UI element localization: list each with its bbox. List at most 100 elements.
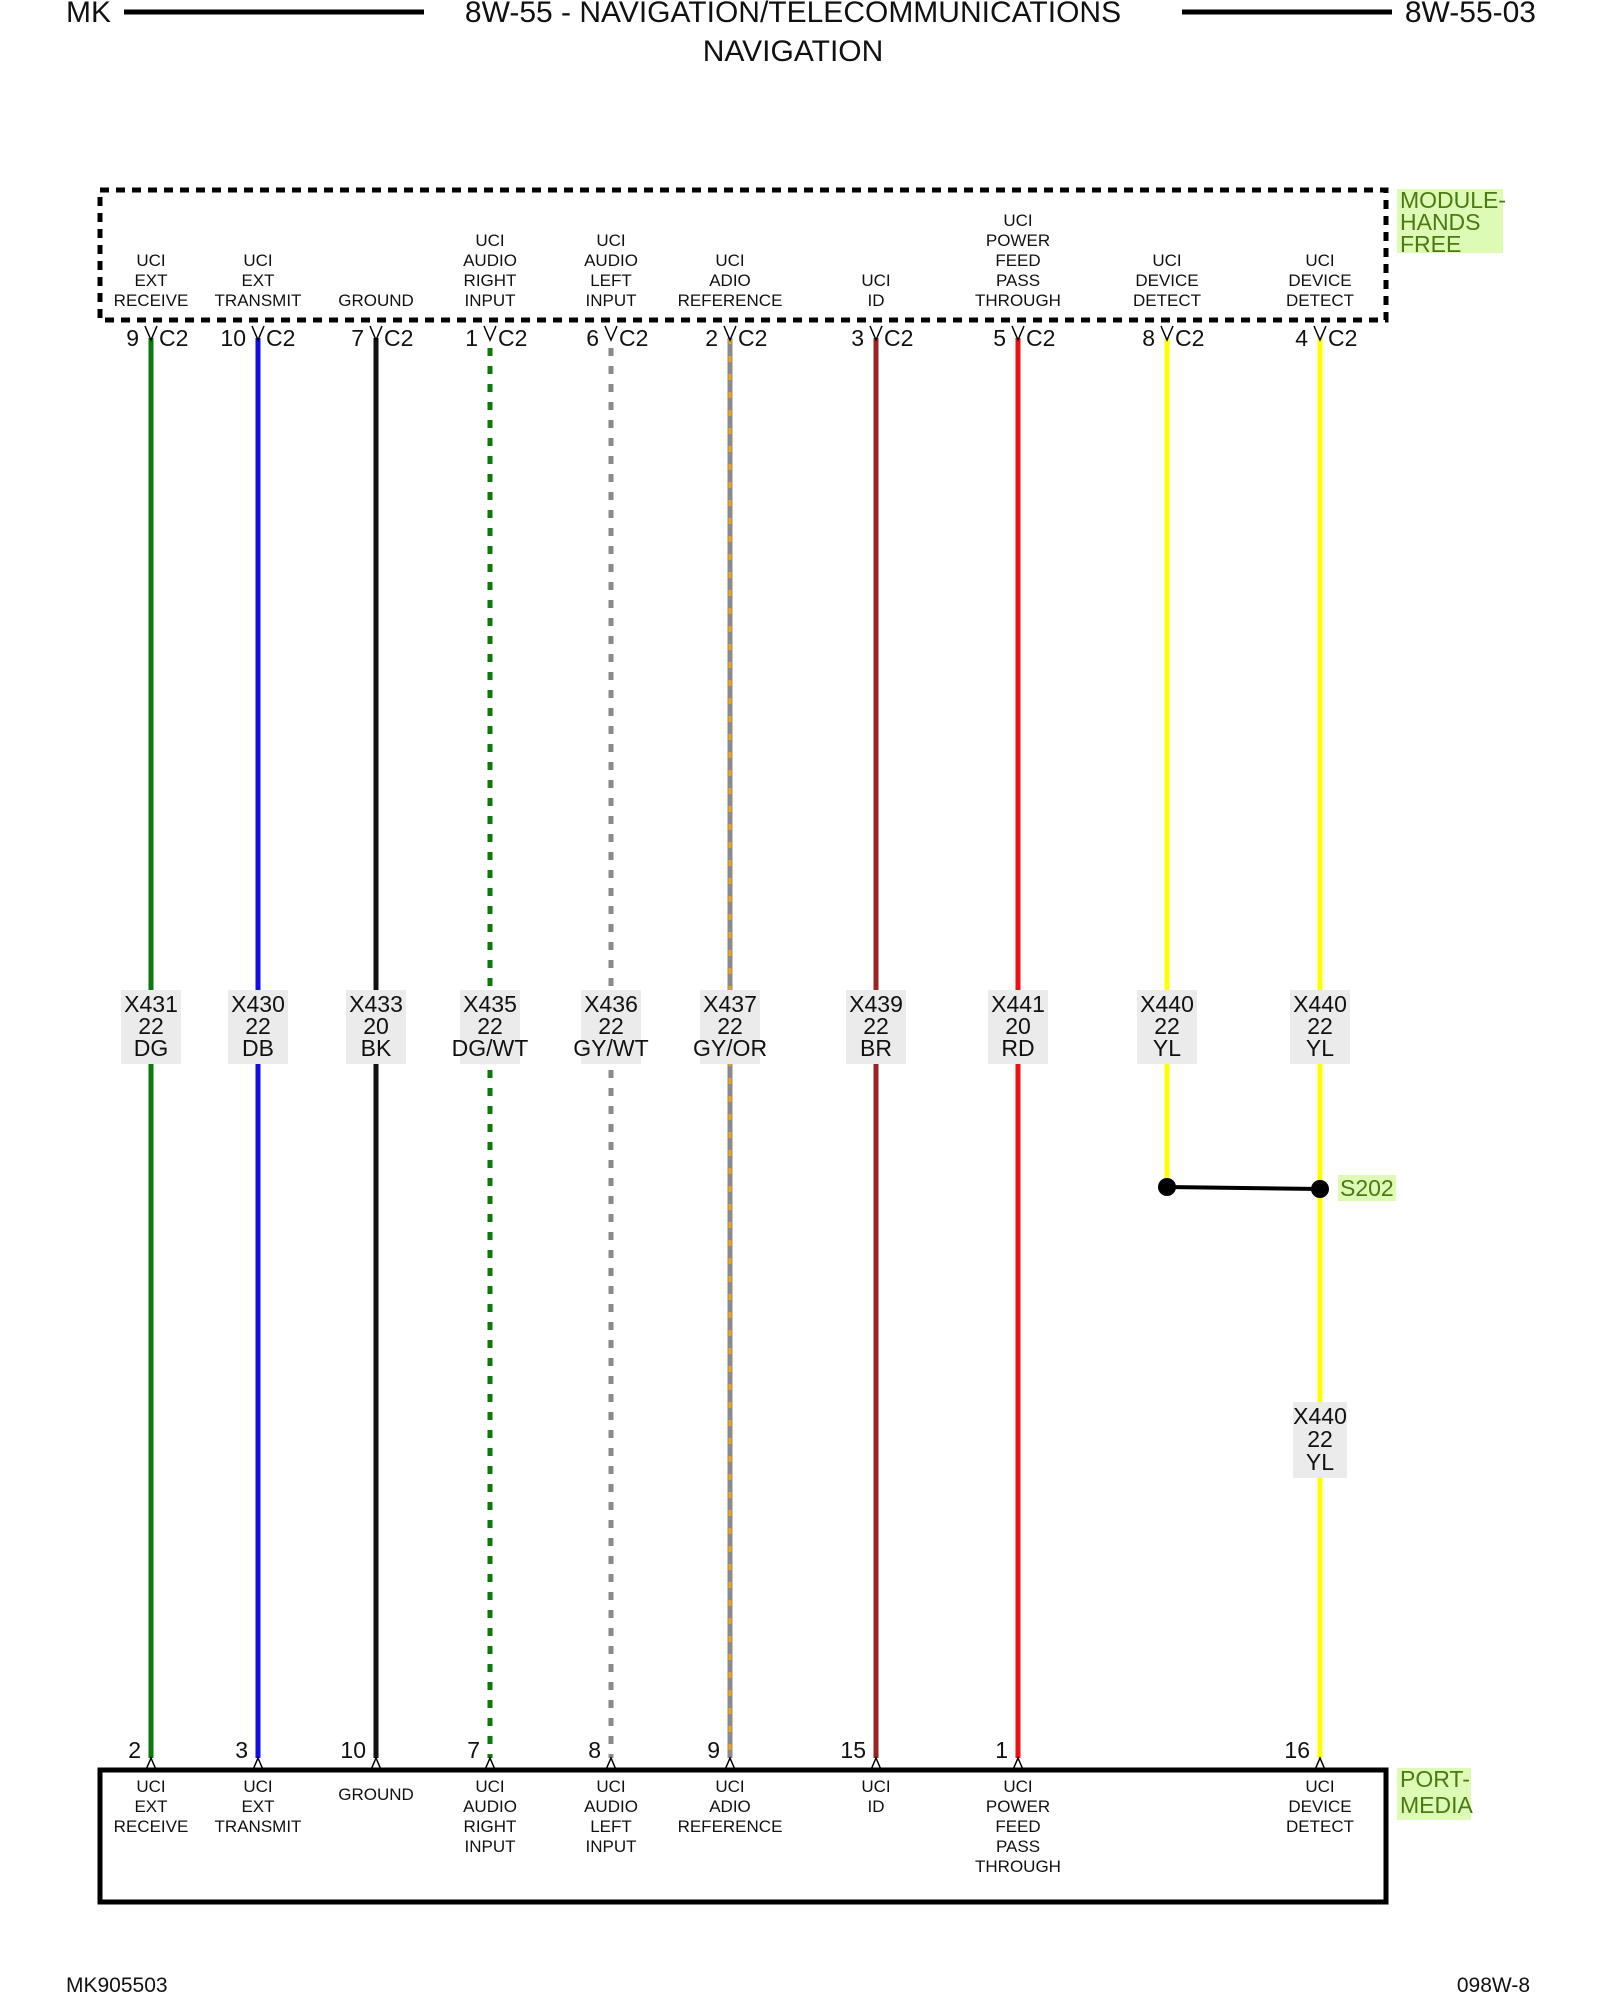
- c1-bottom-label-line: RECEIVE: [114, 1817, 189, 1836]
- c4-bottom-label-line: INPUT: [465, 1837, 516, 1856]
- c6-bottom-label-line: REFERENCE: [678, 1817, 783, 1836]
- footer-page-number: 098W-8: [1457, 1974, 1530, 1997]
- c5-wire-gauge: 22: [598, 1013, 624, 1039]
- c4-top-pin-number: 1: [465, 325, 478, 351]
- c7-top-pin-symbol: [869, 325, 883, 342]
- c5-circuit-number: X436: [584, 991, 638, 1017]
- module-hands-free-label-3: FREE: [1400, 231, 1461, 257]
- c10-bottom-pin-symbol: [1313, 1756, 1327, 1773]
- c6-bottom-pin-number: 9: [707, 1737, 720, 1763]
- c4-wire-gauge: 22: [477, 1013, 503, 1039]
- c2-bottom-label-line: EXT: [241, 1797, 274, 1816]
- c5-bottom-label-line: UCI: [596, 1777, 625, 1796]
- c6-wire-gauge: 22: [717, 1013, 743, 1039]
- port-media-box: [97, 1767, 1389, 1905]
- c5-top-label-line: UCI: [596, 231, 625, 250]
- c6-wire-color: GY/OR: [693, 1035, 767, 1061]
- wires-layer: [148, 338, 1323, 1758]
- c1-top-label-line: UCI: [136, 251, 165, 270]
- c8-bottom-pin-symbol: [1011, 1756, 1025, 1773]
- c3-wire-label-bg: [346, 990, 406, 1064]
- c8-top-label-line: FEED: [995, 251, 1040, 270]
- c2-top-pin-number: 10: [220, 325, 246, 351]
- c4-wire-label-bg: [460, 990, 520, 1064]
- c7-top-label-line: ID: [868, 291, 885, 310]
- module-hands-free-label-2: HANDS: [1400, 209, 1481, 235]
- c10-top-pin-symbol: [1313, 325, 1327, 342]
- c8-top-label-line: UCI: [1003, 211, 1032, 230]
- c5-wire-color: GY/WT: [573, 1035, 648, 1061]
- c1-wire-color: DG: [134, 1035, 169, 1061]
- c3-bottom-pin-number: 10: [340, 1737, 366, 1763]
- c6-top-connector-id: C2: [738, 325, 767, 351]
- splice-output-gauge: 22: [1307, 1426, 1333, 1452]
- c7-circuit-number: X439: [849, 991, 903, 1017]
- c5-wire-label-bg: [581, 990, 641, 1064]
- c7-bottom-pin-number: 15: [840, 1737, 866, 1763]
- splice-output-circuit: X440: [1293, 1403, 1347, 1429]
- c8-top-connector-id: C2: [1026, 325, 1055, 351]
- c7-bottom-pin-symbol: [869, 1756, 883, 1773]
- header-page-code: 8W-55-03: [1405, 0, 1536, 29]
- c6-top-label-line: REFERENCE: [678, 291, 783, 310]
- c10-top-label-line: UCI: [1305, 251, 1334, 270]
- c1-bottom-label-line: EXT: [134, 1797, 167, 1816]
- c10-wire-label-bg: [1290, 990, 1350, 1064]
- c4-top-label-line: RIGHT: [464, 271, 517, 290]
- c9-top-pin-number: 8: [1142, 325, 1155, 351]
- c10-top-connector-id: C2: [1328, 325, 1357, 351]
- c3-top-connector-id: C2: [384, 325, 413, 351]
- c10-top-pin-number: 4: [1295, 325, 1308, 351]
- c7-wire-gauge: 22: [863, 1013, 889, 1039]
- c4-bottom-label-line: RIGHT: [464, 1817, 517, 1836]
- c6-top-pin-symbol: [723, 325, 737, 342]
- c8-bottom-label-line: THROUGH: [975, 1857, 1061, 1876]
- c8-bottom-label-line: POWER: [986, 1797, 1050, 1816]
- c1-top-label-line: EXT: [134, 271, 167, 290]
- c2-top-label-line: EXT: [241, 271, 274, 290]
- c4-top-pin-symbol: [483, 325, 497, 342]
- c1-bottom-pin-symbol: [144, 1756, 158, 1773]
- c7-bottom-label-line: ID: [868, 1797, 885, 1816]
- c9-top-label-line: UCI: [1152, 251, 1181, 270]
- c2-bottom-label-line: UCI: [243, 1777, 272, 1796]
- c4-bottom-label-line: UCI: [475, 1777, 504, 1796]
- c1-top-pin-symbol: [144, 325, 158, 342]
- c10-wire-gauge: 22: [1307, 1013, 1333, 1039]
- header-subsection-title: NAVIGATION: [703, 35, 884, 68]
- c6-top-label-line: UCI: [715, 251, 744, 270]
- c8-bottom-label-line: FEED: [995, 1817, 1040, 1836]
- c8-wire-gauge: 20: [1005, 1013, 1031, 1039]
- c10-top-label-line: DETECT: [1286, 291, 1354, 310]
- c3-top-label-line: GROUND: [338, 291, 414, 310]
- port-media-label-2: MEDIA: [1400, 1792, 1474, 1818]
- c6-top-pin-number: 2: [705, 325, 718, 351]
- footer-figure-id: MK905503: [66, 1974, 168, 1997]
- c8-wire-color: RD: [1001, 1035, 1034, 1061]
- c4-top-label-line: UCI: [475, 231, 504, 250]
- c3-bottom-label-line: GROUND: [338, 1785, 414, 1804]
- c10-bottom-pin-number: 16: [1284, 1737, 1310, 1763]
- c8-top-pin-symbol: [1011, 325, 1025, 342]
- c5-top-label-line: INPUT: [586, 291, 637, 310]
- c8-bottom-label-line: PASS: [996, 1837, 1040, 1856]
- c8-top-label-line: PASS: [996, 271, 1040, 290]
- c8-top-label-line: THROUGH: [975, 291, 1061, 310]
- c2-top-label-line: UCI: [243, 251, 272, 270]
- c6-wire-label-bg: [700, 990, 760, 1064]
- c4-bottom-pin-symbol: [483, 1756, 497, 1773]
- c1-bottom-label-line: UCI: [136, 1777, 165, 1796]
- c9-circuit-number: X440: [1140, 991, 1194, 1017]
- splice-s202-node-right: [1311, 1180, 1329, 1198]
- c2-circuit-number: X430: [231, 991, 285, 1017]
- c10-wire-color: YL: [1306, 1035, 1334, 1061]
- module-hands-free-label-bg: [1397, 189, 1503, 253]
- c5-top-pin-number: 6: [586, 325, 599, 351]
- c5-top-label-line: AUDIO: [584, 251, 638, 270]
- c10-bottom-label-line: DEVICE: [1288, 1797, 1351, 1816]
- c1-top-label-line: RECEIVE: [114, 291, 189, 310]
- c5-bottom-pin-number: 8: [588, 1737, 601, 1763]
- c2-bottom-pin-number: 3: [235, 1737, 248, 1763]
- c10-circuit-number: X440: [1293, 991, 1347, 1017]
- c3-circuit-number: X433: [349, 991, 403, 1017]
